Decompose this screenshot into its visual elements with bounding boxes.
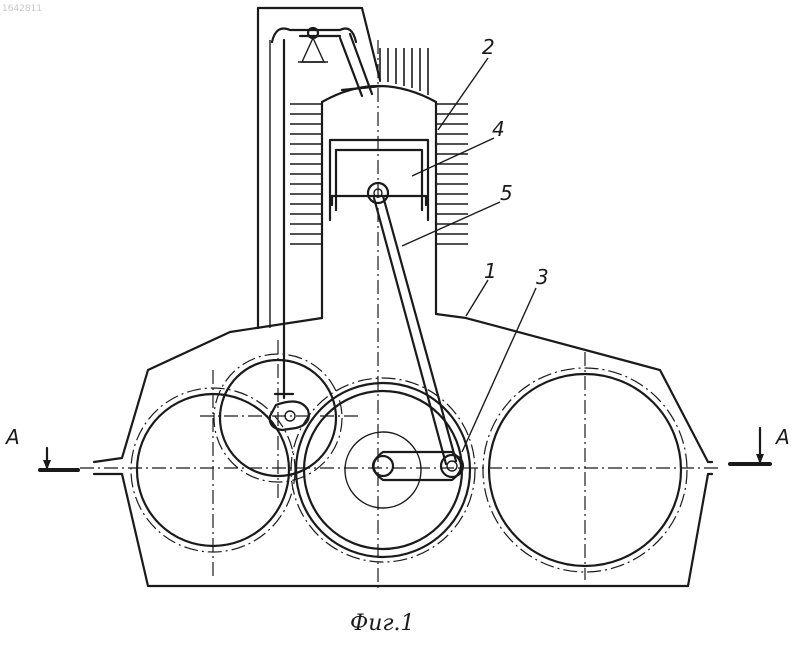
cooling-fins-left (290, 104, 322, 244)
figure-caption: Фиг.1 (350, 611, 415, 636)
section-marker-right: A (730, 425, 790, 464)
section-label-right: A (774, 425, 790, 449)
section-label-left: A (4, 425, 20, 449)
part-label-2: 2 (482, 35, 495, 59)
gear-train (131, 354, 687, 572)
connecting-rod (374, 196, 456, 464)
cooling-fins-head (380, 48, 428, 95)
crankcase-housing (94, 314, 712, 586)
part-label-1: 1 (484, 259, 497, 283)
section-marker-left: A (4, 425, 78, 470)
document-id: 1642811 (2, 4, 42, 14)
piston (330, 140, 428, 220)
valve-drive-housing (258, 8, 382, 398)
part-label-5: 5 (500, 181, 513, 205)
centerlines (80, 40, 720, 590)
part-label-4: 4 (492, 117, 505, 141)
part-label-3: 3 (536, 265, 549, 289)
